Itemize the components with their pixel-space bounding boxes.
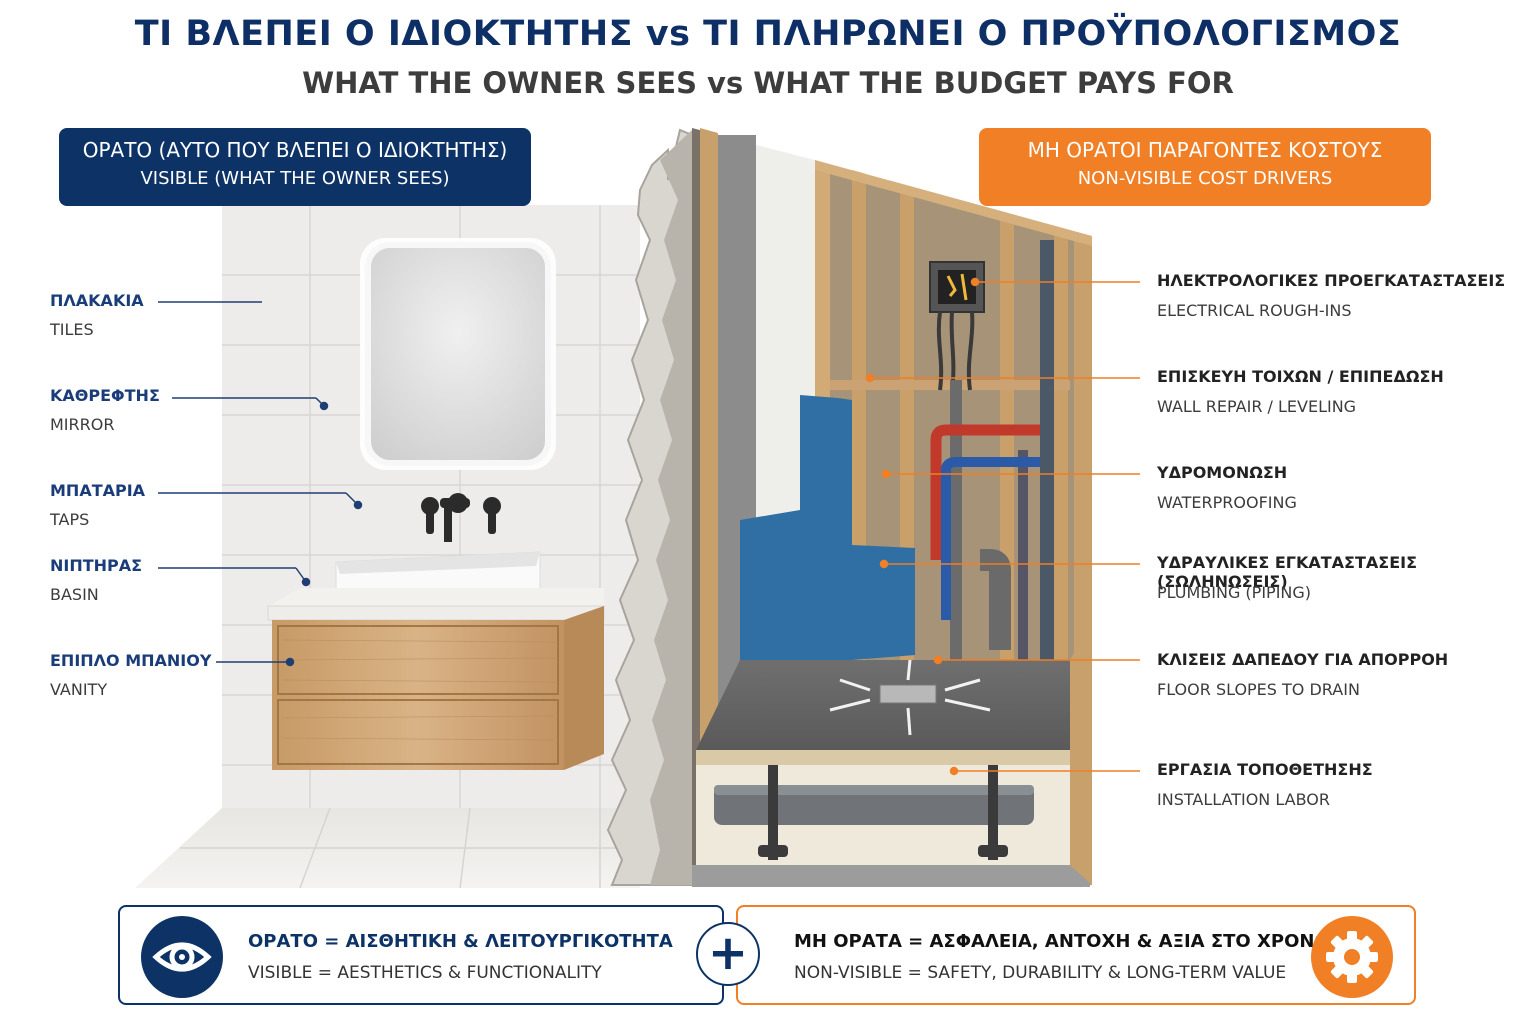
label-plumbing-gr: ΥΔΡΑΥΛΙΚΕΣ ΕΓΚΑΤΑΣΤΑΣΕΙΣ (ΣΩΛΗΝΩΣΕΙΣ) [1157, 553, 1417, 591]
mirror [360, 238, 556, 470]
footer-visible-gr: ΟΡΑΤΟ = ΑΙΣΘΗΤΙΚΗ & ΛΕΙΤΟΥΡΓΙΚΟΤΗΤΑ [248, 931, 673, 952]
wall-section-edge [606, 128, 693, 886]
plus-connector: + [696, 922, 760, 986]
footer-non-visible-gr: ΜΗ ΟΡΑΤΑ = ΑΣΦΑΛΕΙΑ, ΑΝΤΟΧΗ & ΑΞΙΑ ΣΤΟ Χ… [794, 931, 1330, 952]
label-basin-en: BASIN [50, 585, 99, 604]
label-vanity-en: VANITY [50, 680, 108, 699]
label-waterproofing-gr: ΥΔΡΟΜΟΝΩΣΗ [1157, 463, 1288, 482]
label-tiles-en: TILES [50, 320, 94, 339]
label-floor-slopes-en: FLOOR SLOPES TO DRAIN [1157, 680, 1360, 699]
taps [421, 493, 501, 542]
label-floor-slopes-gr: ΚΛΙΣΕΙΣ ΔΑΠΕΔΟΥ ΓΙΑ ΑΠΟΡΡΟΗ [1157, 650, 1449, 669]
construction-section [692, 128, 1092, 887]
visible-heading-gr: ΟΡΑΤΟ (ΑΥΤΟ ΠΟΥ ΒΛΕΠΕΙ Ο ΙΔΙΟΚΤΗΤΗΣ) [82, 138, 508, 162]
label-mirror-gr: ΚΑΘΡΕΦΤΗΣ [50, 386, 160, 405]
left-leader-lines [158, 301, 363, 667]
footer-visible-en: VISIBLE = AESTHETICS & FUNCTIONALITY [248, 963, 602, 983]
label-tiles-gr: ΠΛΑΚΑΚΙΑ [50, 291, 144, 310]
eye-icon [141, 916, 223, 998]
non-visible-heading: ΜΗ ΟΡΑΤΟΙ ΠΑΡΑΓΟΝΤΕΣ ΚΟΣΤΟΥΣ NON-VISIBLE… [979, 128, 1431, 206]
label-electrical-gr: ΗΛΕΚΤΡΟΛΟΓΙΚΕΣ ΠΡΟΕΓΚΑΤΑΣΤΑΣΕΙΣ [1157, 271, 1506, 290]
footer-non-visible-en: NON-VISIBLE = SAFETY, DURABILITY & LONG-… [794, 963, 1287, 983]
label-mirror-en: MIRROR [50, 415, 115, 434]
label-taps-gr: ΜΠΑΤΑΡΙΑ [50, 481, 146, 500]
page-subtitle: WHAT THE OWNER SEES vs WHAT THE BUDGET P… [302, 66, 1234, 100]
label-waterproofing-en: WATERPROOFING [1157, 493, 1297, 512]
non-visible-heading-gr: ΜΗ ΟΡΑΤΟΙ ΠΑΡΑΓΟΝΤΕΣ ΚΟΣΤΟΥΣ [1027, 138, 1383, 162]
label-basin-gr: ΝΙΠΤΗΡΑΣ [50, 556, 143, 575]
label-electrical-en: ELECTRICAL ROUGH-INS [1157, 301, 1352, 320]
footer-visible-box: ΟΡΑΤΟ = ΑΙΣΘΗΤΙΚΗ & ΛΕΙΤΟΥΡΓΙΚΟΤΗΤΑ VISI… [118, 905, 724, 1005]
non-visible-heading-en: NON-VISIBLE COST DRIVERS [1077, 168, 1333, 189]
plus-icon: + [707, 925, 749, 981]
visible-heading-en: VISIBLE (WHAT THE OWNER SEES) [140, 168, 450, 189]
label-vanity-gr: ΕΠΙΠΛΟ ΜΠΑΝΙΟΥ [50, 651, 212, 670]
visible-heading: ΟΡΑΤΟ (ΑΥΤΟ ΠΟΥ ΒΛΕΠΕΙ Ο ΙΔΙΟΚΤΗΤΗΣ) VIS… [59, 128, 531, 206]
gear-icon [1311, 916, 1393, 998]
label-taps-en: TAPS [50, 510, 90, 529]
footer-non-visible-box: ΜΗ ΟΡΑΤΑ = ΑΣΦΑΛΕΙΑ, ΑΝΤΟΧΗ & ΑΞΙΑ ΣΤΟ Χ… [736, 905, 1416, 1005]
label-labor-en: INSTALLATION LABOR [1157, 790, 1330, 809]
vanity [267, 588, 605, 770]
label-labor-gr: ΕΡΓΑΣΙΑ ΤΟΠΟΘΕΤΗΣΗΣ [1157, 760, 1373, 779]
label-wall-repair-gr: ΕΠΙΣΚΕΥΗ ΤΟΙΧΩΝ / ΕΠΙΠΕΔΩΣΗ [1157, 367, 1444, 386]
page-title: ΤΙ ΒΛΕΠΕΙ Ο ΙΔΙΟΚΤΗΤΗΣ vs ΤΙ ΠΛΗΡΩΝΕΙ Ο … [134, 14, 1402, 54]
label-plumbing-en: PLUMBING (PIPING) [1157, 583, 1312, 602]
right-leader-lines [865, 277, 1140, 776]
label-wall-repair-en: WALL REPAIR / LEVELING [1157, 397, 1357, 416]
